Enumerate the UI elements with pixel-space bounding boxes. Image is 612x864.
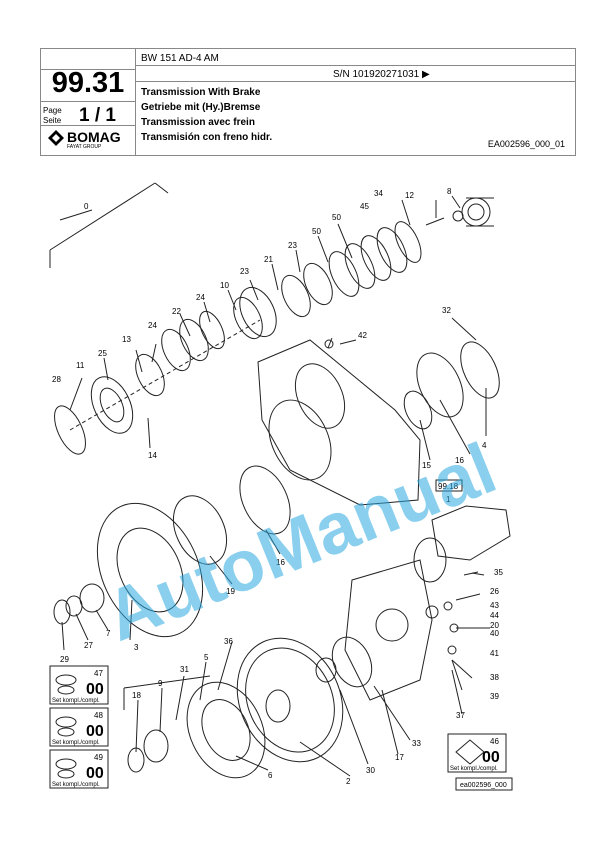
svg-text:3: 3 xyxy=(134,643,139,652)
svg-text:13: 13 xyxy=(122,335,131,344)
svg-text:35: 35 xyxy=(494,568,503,577)
svg-text:26: 26 xyxy=(490,587,499,596)
drawing-ref: ea002596_000 xyxy=(460,782,507,789)
svg-text:28: 28 xyxy=(52,375,61,384)
logo-icon xyxy=(48,130,64,146)
callout-labels: 0 8 12 34 45 50 50 23 21 23 10 24 22 24 … xyxy=(52,187,503,786)
svg-text:00: 00 xyxy=(86,723,104,740)
svg-text:15: 15 xyxy=(422,461,431,470)
svg-text:8: 8 xyxy=(447,187,452,196)
svg-text:18: 18 xyxy=(132,691,141,700)
svg-text:24: 24 xyxy=(196,293,205,302)
svg-text:Set kompl./compl.: Set kompl./compl. xyxy=(52,782,100,788)
svg-text:27: 27 xyxy=(84,641,93,650)
page-value: 1 / 1 xyxy=(79,105,116,126)
group-number: 99.31 xyxy=(51,67,125,99)
svg-text:Set kompl./compl.: Set kompl./compl. xyxy=(52,698,100,704)
kit-46: 46 xyxy=(490,737,499,746)
svg-text:50: 50 xyxy=(332,213,341,222)
svg-text:25: 25 xyxy=(98,349,107,358)
svg-text:6: 6 xyxy=(268,771,273,780)
svg-text:38: 38 xyxy=(490,673,499,682)
svg-text:2: 2 xyxy=(346,777,351,786)
svg-text:Set kompl./compl.: Set kompl./compl. xyxy=(52,740,100,746)
svg-text:00: 00 xyxy=(482,749,500,766)
svg-text:1: 1 xyxy=(446,495,451,504)
svg-text:36: 36 xyxy=(224,637,233,646)
svg-text:50: 50 xyxy=(312,227,321,236)
callout-0: 0 xyxy=(84,202,89,211)
svg-text:37: 37 xyxy=(456,711,465,720)
title-de: Getriebe mit (Hy.)Bremse xyxy=(141,102,261,113)
svg-text:16: 16 xyxy=(455,456,464,465)
header-block: 99.31 Page Seite 1 / 1 BOMAG FAYAT GROUP… xyxy=(40,48,576,156)
svg-text:9: 9 xyxy=(158,679,163,688)
svg-text:23: 23 xyxy=(240,267,249,276)
title-fr: Transmission avec frein xyxy=(141,117,255,128)
watermark: AutoManual xyxy=(95,428,507,657)
doc-id: EA002596_000_01 xyxy=(487,139,565,149)
svg-text:45: 45 xyxy=(360,202,369,211)
svg-text:14: 14 xyxy=(148,451,157,460)
kit-49: 49 xyxy=(94,753,103,762)
svg-text:40: 40 xyxy=(490,629,499,638)
svg-text:42: 42 xyxy=(358,331,367,340)
kit-48: 48 xyxy=(94,711,103,720)
title-en: Transmission With Brake xyxy=(141,87,261,98)
svg-text:41: 41 xyxy=(490,649,499,658)
svg-text:17: 17 xyxy=(395,753,404,762)
model-name: BW 151 AD-4 AM xyxy=(141,53,219,64)
svg-text:39: 39 xyxy=(490,692,499,701)
title-es: Transmisión con freno hidr. xyxy=(141,132,273,143)
svg-text:12: 12 xyxy=(405,191,414,200)
svg-text:33: 33 xyxy=(412,739,421,748)
title-list: Transmission With Brake Getriebe mit (Hy… xyxy=(141,85,272,145)
svg-text:43: 43 xyxy=(490,601,499,610)
svg-text:00: 00 xyxy=(86,681,104,698)
svg-text:22: 22 xyxy=(172,307,181,316)
bomag-logo: BOMAG FAYAT GROUP xyxy=(47,127,133,151)
svg-text:23: 23 xyxy=(288,241,297,250)
serial-number: S/N 101920271031 ▶ xyxy=(333,69,430,80)
svg-text:20: 20 xyxy=(490,621,499,630)
svg-text:19: 19 xyxy=(226,587,235,596)
svg-text:32: 32 xyxy=(442,306,451,315)
svg-text:29: 29 xyxy=(60,655,69,664)
svg-text:31: 31 xyxy=(180,665,189,674)
svg-text:34: 34 xyxy=(374,189,383,198)
svg-text:00: 00 xyxy=(86,765,104,782)
svg-text:7: 7 xyxy=(106,629,111,638)
svg-text:4: 4 xyxy=(482,441,487,450)
svg-text:16: 16 xyxy=(276,558,285,567)
svg-text:24: 24 xyxy=(148,321,157,330)
svg-text:99.18: 99.18 xyxy=(438,482,459,491)
svg-text:5: 5 xyxy=(204,653,209,662)
svg-text:30: 30 xyxy=(366,766,375,775)
kit-47: 47 xyxy=(94,669,103,678)
svg-text:44: 44 xyxy=(490,611,499,620)
svg-text:Set kompl./compl.: Set kompl./compl. xyxy=(450,766,498,772)
svg-text:10: 10 xyxy=(220,281,229,290)
page-label: Page Seite xyxy=(43,106,62,125)
svg-text:11: 11 xyxy=(76,361,85,370)
svg-text:21: 21 xyxy=(264,255,273,264)
